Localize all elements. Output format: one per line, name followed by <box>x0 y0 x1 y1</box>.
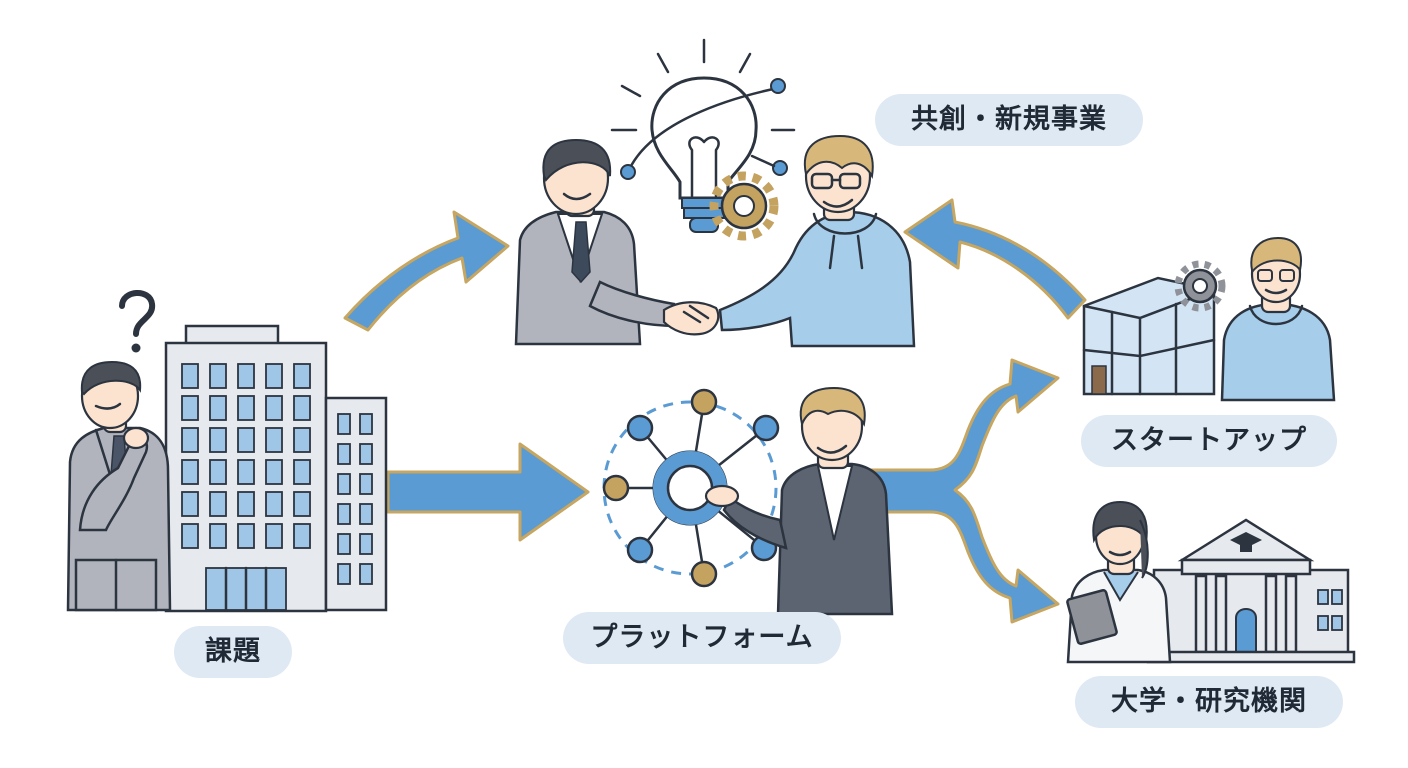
startup-person <box>1220 236 1336 402</box>
gear-icon <box>1174 260 1226 312</box>
building-tall <box>164 324 388 613</box>
building-window <box>237 459 255 485</box>
building-window <box>337 533 351 555</box>
presenter-man <box>704 386 894 616</box>
hoodie-person-handshake <box>718 134 916 348</box>
building-window <box>337 473 351 495</box>
building-window <box>265 491 283 517</box>
building-window <box>337 413 351 435</box>
arrow-to-platform <box>386 442 590 542</box>
university-label: 大学・研究機関 <box>1075 676 1343 728</box>
building-window <box>359 503 373 525</box>
building-window <box>265 363 283 389</box>
lightbulb-icon <box>610 38 796 233</box>
startup-label: スタートアップ <box>1081 415 1337 467</box>
building-window <box>237 363 255 389</box>
building-window <box>265 427 283 453</box>
building-window <box>359 413 373 435</box>
building-window <box>237 395 255 421</box>
graduation-cap-icon <box>1230 532 1262 552</box>
building-window <box>237 491 255 517</box>
building-window <box>265 523 283 549</box>
building-window <box>293 491 311 517</box>
building-window <box>359 563 373 585</box>
businessman-handshake <box>514 138 678 346</box>
building-window <box>237 523 255 549</box>
building-window <box>359 443 373 465</box>
building-window <box>181 395 199 421</box>
cocreation-label: 共創・新規事業 <box>875 94 1143 146</box>
question-mark-icon <box>119 290 156 353</box>
issue-label: 課題 <box>174 626 292 678</box>
network-hub-icon <box>602 388 780 588</box>
building-window <box>293 523 311 549</box>
handshake-icon <box>662 301 720 336</box>
building-window <box>209 459 227 485</box>
building-window <box>293 363 311 389</box>
building-window <box>265 395 283 421</box>
building-window <box>209 363 227 389</box>
arrow-to-cocreation <box>343 210 510 332</box>
building-window <box>181 363 199 389</box>
building-window <box>337 563 351 585</box>
building-window <box>337 503 351 525</box>
arrow-branch-to-startup-and-university <box>853 358 1060 624</box>
building-window <box>209 491 227 517</box>
building-window <box>181 459 199 485</box>
building-window <box>293 459 311 485</box>
building-window <box>359 473 373 495</box>
building-window <box>181 427 199 453</box>
platform-label: プラットフォーム <box>563 612 841 664</box>
building-window <box>209 395 227 421</box>
building-window <box>181 523 199 549</box>
building-window <box>181 491 199 517</box>
building-window <box>265 459 283 485</box>
arrow-startup-to-cocreation <box>903 198 1087 320</box>
researcher-woman <box>1066 500 1172 664</box>
building-window <box>293 427 311 453</box>
building-window <box>209 523 227 549</box>
thinking-businessman <box>66 360 172 612</box>
building-window <box>337 443 351 465</box>
building-window <box>293 395 311 421</box>
building-window <box>237 427 255 453</box>
building-window <box>209 427 227 453</box>
glass-office-building <box>1082 276 1216 396</box>
gear-icon <box>709 171 779 241</box>
building-window <box>359 533 373 555</box>
